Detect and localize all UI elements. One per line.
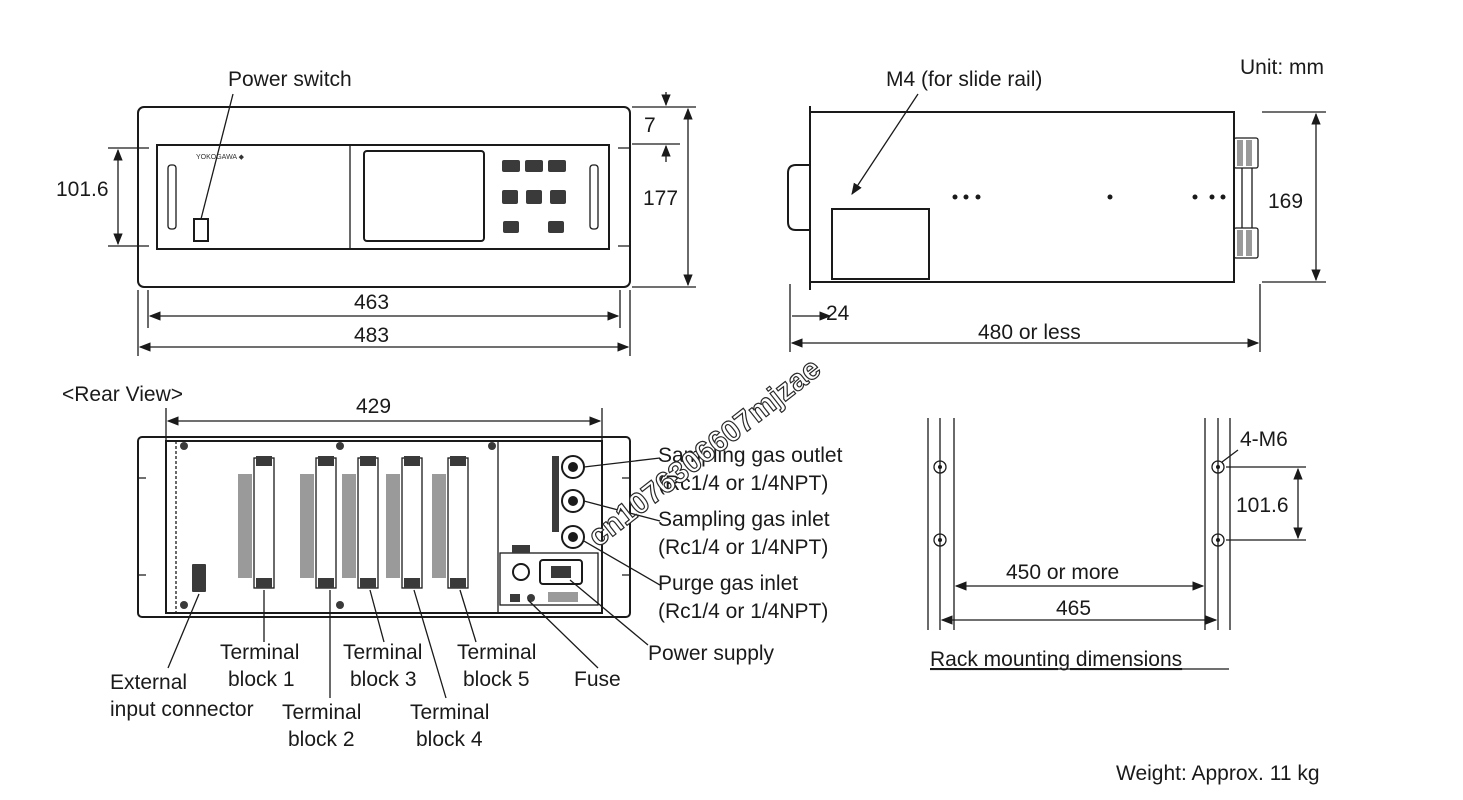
label-tb5: block 5: [463, 668, 530, 691]
power-supply-inlet: [539, 559, 583, 585]
side-handle: [787, 164, 810, 231]
side-body: [809, 111, 1235, 283]
fuse-holder: [512, 563, 530, 581]
brand-logo: YOKOGAWA ◆: [196, 154, 245, 161]
m4-label: M4 (for slide rail): [886, 68, 1042, 91]
dim-front-463: 463: [354, 291, 389, 314]
dim-side-24: 24: [826, 302, 850, 325]
purge-gas-inlet-port: [561, 525, 585, 549]
rear-view-title: <Rear View>: [62, 383, 183, 406]
dim-front-7: 7: [644, 114, 656, 137]
label-tb4: block 4: [416, 728, 483, 751]
label-tb2-word: Terminal: [282, 701, 361, 724]
terminal-block-5: [432, 456, 469, 589]
external-input-connector: [192, 564, 206, 592]
label-tb1-word: Terminal: [220, 641, 299, 664]
front-display: [363, 150, 485, 242]
dim-side-169: 169: [1268, 190, 1303, 213]
power-switch-label: Power switch: [228, 68, 352, 91]
side-rear-connectors: [1233, 137, 1259, 259]
dim-front-177: 177: [643, 187, 678, 210]
label-sampling-gas-inlet-spec: (Rc1/4 or 1/4NPT): [658, 536, 828, 559]
rack-hole-right-top: [1211, 460, 1225, 474]
front-view: YOKOGAWA ◆ Power switch 101.6 7 177 463 …: [56, 68, 696, 356]
label-tb4-word: Terminal: [410, 701, 489, 724]
label-tb5-word: Terminal: [457, 641, 536, 664]
unit-label: Unit: mm: [1240, 56, 1324, 79]
front-bezel: [156, 144, 610, 250]
rear-panel: [137, 436, 631, 618]
power-switch: [193, 218, 209, 242]
dim-rack-465: 465: [1056, 597, 1091, 620]
rack-screw-label: 4-M6: [1240, 428, 1288, 451]
label-purge-gas-inlet-spec: (Rc1/4 or 1/4NPT): [658, 600, 828, 623]
sampling-gas-outlet-port: [561, 455, 585, 479]
front-keypad: [502, 160, 566, 233]
dim-rack-450: 450 or more: [1006, 561, 1119, 584]
label-external-line2: input connector: [110, 698, 254, 721]
weight-label: Weight: Approx. 11 kg: [1116, 762, 1320, 785]
label-sampling-gas-outlet-spec: (Rc1/4 or 1/4NPT): [658, 472, 828, 495]
label-tb3: block 3: [350, 668, 417, 691]
rack-hole-right-bottom: [1211, 533, 1225, 547]
terminal-block-2: [300, 456, 337, 589]
label-tb1: block 1: [228, 668, 295, 691]
rack-hole-left-bottom: [933, 533, 947, 547]
front-rack-panel: [137, 106, 631, 288]
dim-side-480: 480 or less: [978, 321, 1081, 344]
left-handle: [167, 164, 177, 230]
label-tb2: block 2: [288, 728, 355, 751]
rack-caption: Rack mounting dimensions: [930, 648, 1182, 671]
label-fuse: Fuse: [574, 668, 621, 691]
right-handle: [589, 164, 599, 230]
rear-view: <Rear View> 429: [62, 383, 843, 751]
label-sampling-gas-inlet: Sampling gas inlet: [658, 508, 830, 531]
rack-mounting-view: 4-M6 101.6 450 or more 465 Rack mounting…: [927, 418, 1306, 671]
label-tb3-word: Terminal: [343, 641, 422, 664]
label-power-supply: Power supply: [648, 642, 775, 665]
label-sampling-gas-outlet: Sampling gas outlet: [658, 444, 843, 467]
sampling-gas-inlet-port: [561, 489, 585, 513]
label-purge-gas-inlet: Purge gas inlet: [658, 572, 798, 595]
dim-rear-429: 429: [356, 395, 391, 418]
dim-rack-101-6: 101.6: [1236, 494, 1289, 517]
side-view: M4 (for slide rail) 169 480 or less 24: [787, 68, 1326, 352]
dim-front-483: 483: [354, 324, 389, 347]
terminal-block-3: [342, 456, 379, 589]
terminal-block-1: [238, 456, 275, 589]
terminal-block-4: [386, 456, 423, 589]
rack-hole-left-top: [933, 460, 947, 474]
dim-front-101-6: 101.6: [56, 178, 109, 201]
label-external-line1: External: [110, 671, 187, 694]
